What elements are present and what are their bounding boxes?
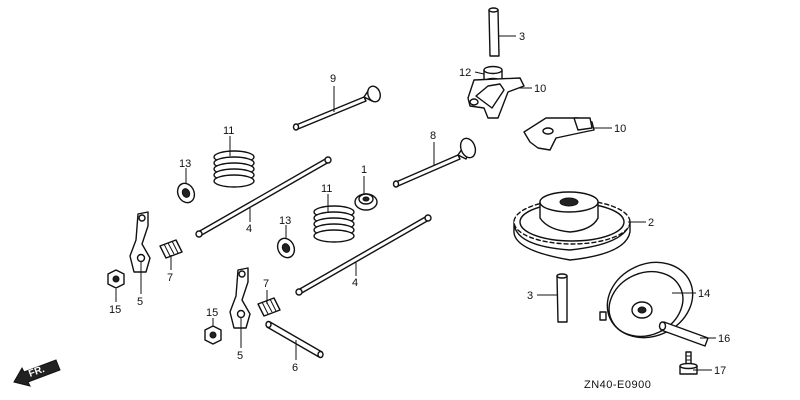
leader-lines xyxy=(115,35,716,371)
pin-lower xyxy=(556,273,568,323)
callout-8: 8 xyxy=(430,130,436,142)
push-rod-lower xyxy=(295,214,432,296)
spring-retainer-upper xyxy=(176,182,196,204)
bolt xyxy=(679,351,698,375)
nut-upper xyxy=(107,269,125,289)
pin-governor xyxy=(658,321,709,347)
callout-5-lower: 5 xyxy=(237,350,243,362)
callout-17: 17 xyxy=(714,365,726,377)
diagram-code: ZN40-E0900 xyxy=(584,379,651,391)
callout-7-lower: 7 xyxy=(263,278,269,290)
callout-1: 1 xyxy=(361,164,367,176)
rocker-arm-lower xyxy=(523,117,595,151)
callout-3-lower: 3 xyxy=(527,290,533,302)
callout-15-upper: 15 xyxy=(109,304,121,316)
callout-11-upper: 11 xyxy=(223,125,234,137)
nut-lower xyxy=(204,325,222,345)
rocker-lever-lower xyxy=(229,267,251,329)
callout-5-upper: 5 xyxy=(137,296,143,308)
callout-6: 6 xyxy=(292,362,298,374)
callout-4-lower: 4 xyxy=(352,277,358,289)
front-direction-label: FR. xyxy=(27,364,46,380)
adjusting-screw-lower xyxy=(257,297,281,317)
adjusting-screw-upper xyxy=(159,239,183,259)
camshaft-gear xyxy=(513,191,631,261)
valve-rotator xyxy=(354,193,378,211)
callout-2: 2 xyxy=(648,217,654,229)
callout-13-middle: 13 xyxy=(279,215,291,227)
callout-16: 16 xyxy=(718,333,730,345)
callout-10-lower: 10 xyxy=(614,123,626,135)
callout-14: 14 xyxy=(698,288,710,300)
callout-13-upper: 13 xyxy=(179,158,191,170)
callout-10-upper: 10 xyxy=(534,83,546,95)
valve-middle xyxy=(392,137,477,188)
rocker-shaft xyxy=(265,320,324,359)
callout-labels: 3 12 10 10 9 8 11 11 13 13 1 4 4 2 3 14 … xyxy=(109,31,730,377)
callout-12: 12 xyxy=(459,67,471,79)
callout-9: 9 xyxy=(330,73,336,85)
pin-upper xyxy=(488,7,500,57)
callout-3-upper: 3 xyxy=(519,31,525,43)
callout-15-lower: 15 xyxy=(206,307,218,319)
spring-retainer-middle xyxy=(276,237,296,259)
callout-11-middle: 11 xyxy=(321,183,332,195)
governor-plate xyxy=(599,261,694,339)
valve-spring-upper xyxy=(213,150,255,188)
rocker-lever-upper xyxy=(129,211,151,273)
callout-4-upper: 4 xyxy=(246,223,252,235)
callout-7-upper: 7 xyxy=(167,272,173,284)
push-rod-upper xyxy=(195,156,332,238)
valve-spring-middle xyxy=(313,205,355,243)
front-direction-arrow: FR. xyxy=(13,359,61,387)
rocker-arm-upper xyxy=(467,77,525,119)
valve-upper xyxy=(292,85,381,131)
